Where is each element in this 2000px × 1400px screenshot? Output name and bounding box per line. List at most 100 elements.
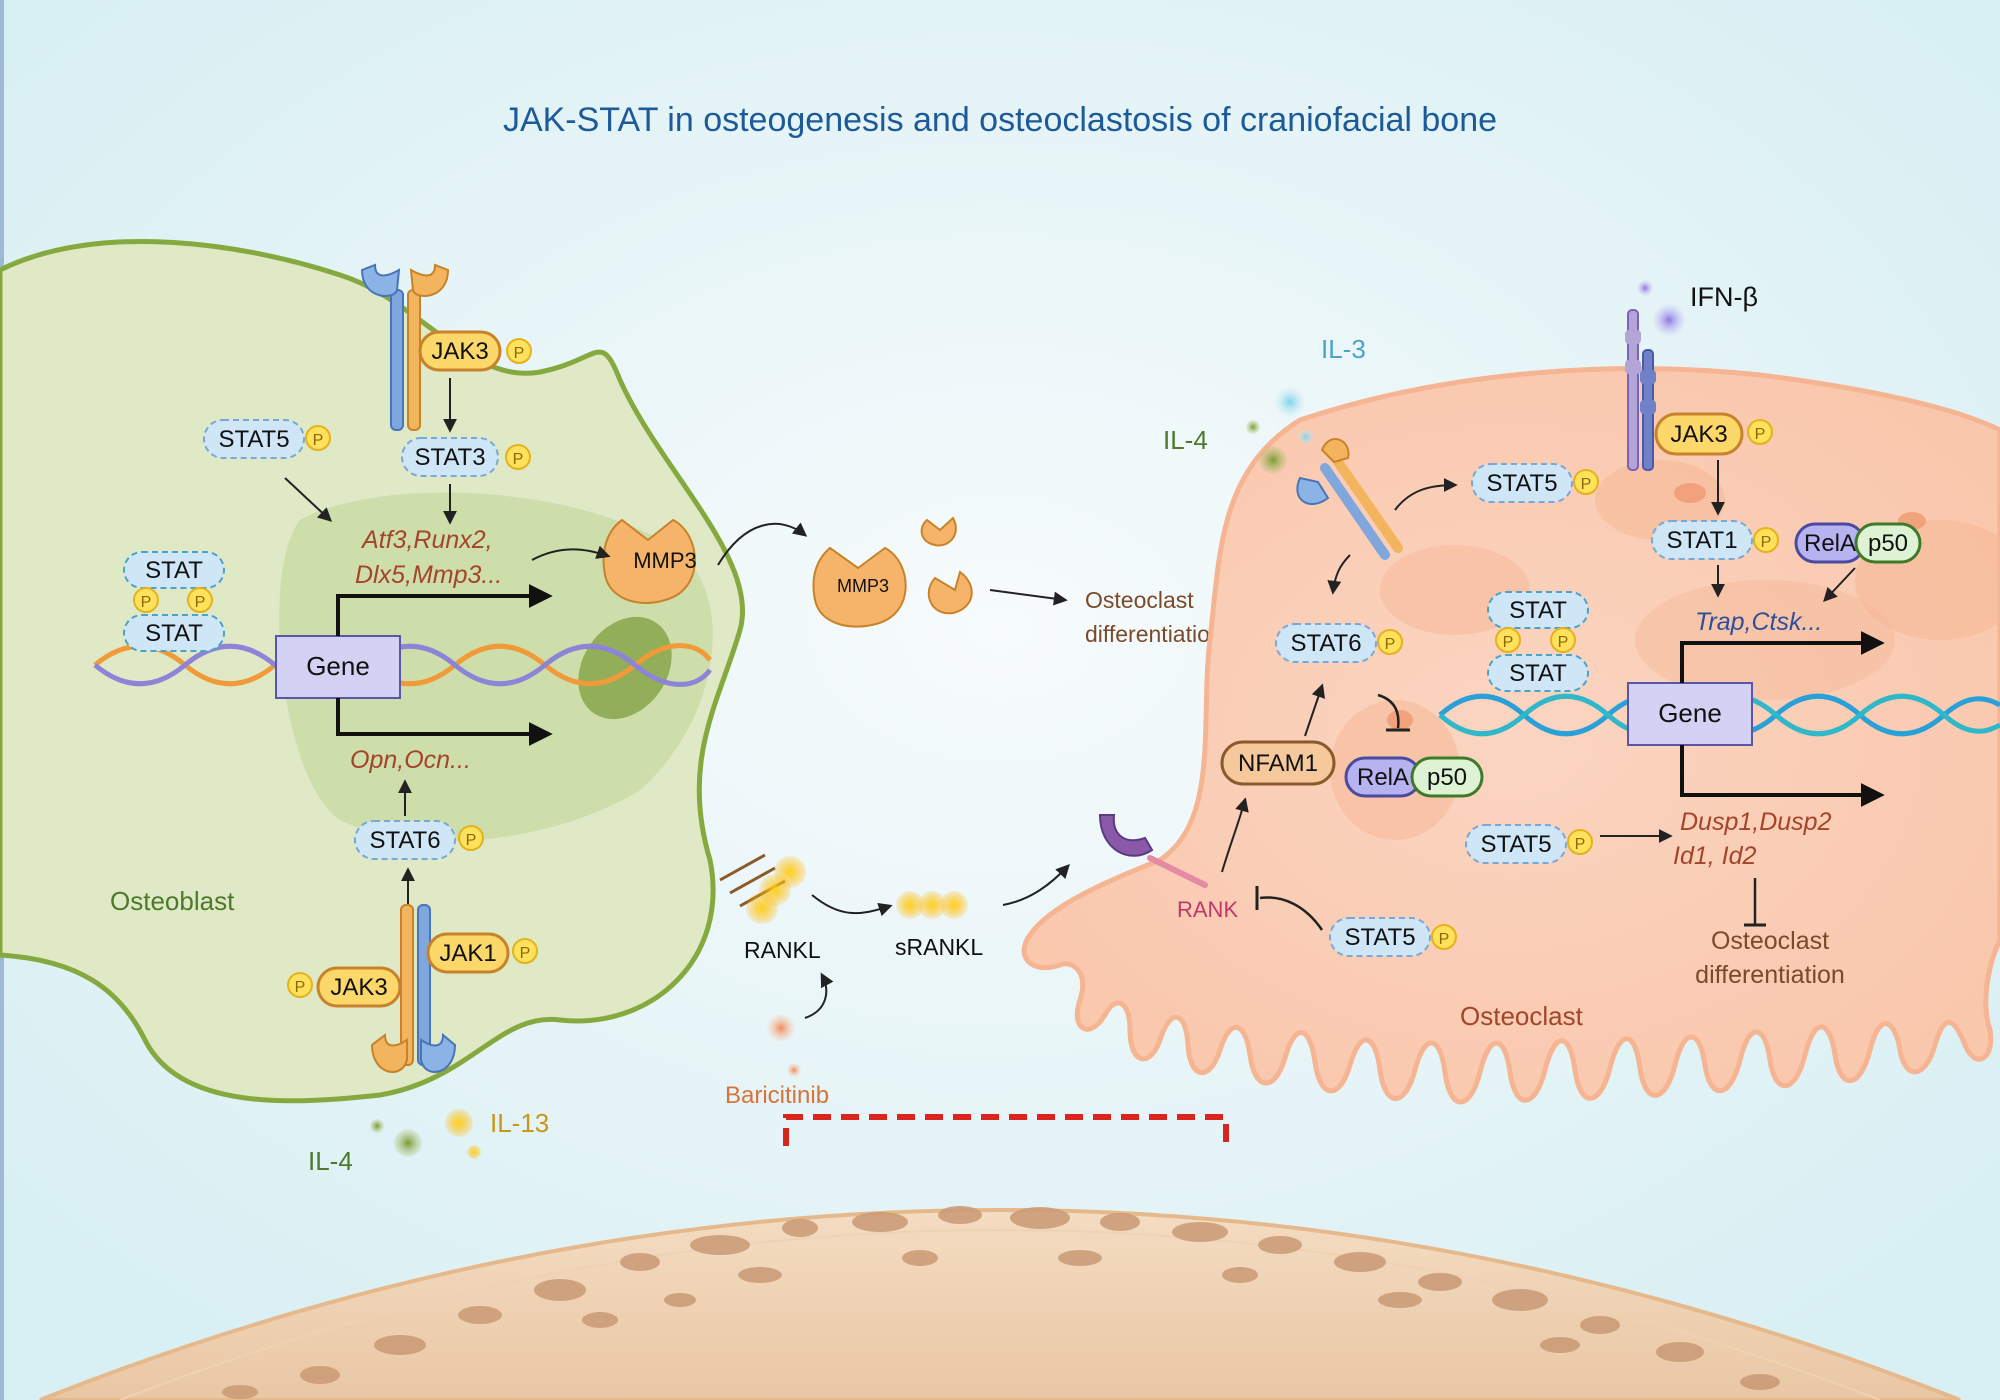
osteoclast-genes-lower-1: Dusp1,Dusp2 <box>1680 808 1832 836</box>
svg-text:p50: p50 <box>1868 530 1908 557</box>
osteoblast-genes-upper-1: Atf3,Runx2, <box>360 526 493 554</box>
osteoclast-genes-upper: Trap,Ctsk... <box>1695 608 1822 636</box>
il3-label: IL-3 <box>1321 334 1366 364</box>
il4-osteoclast-label: IL-4 <box>1163 425 1208 455</box>
mid-osteoclast-diff-1: Osteoclast <box>1085 587 1194 613</box>
svg-text:JAK3: JAK3 <box>330 974 387 1001</box>
baricitinib-label: Baricitinib <box>725 1082 829 1109</box>
osteoclast-diff-line-1: Osteoclast <box>1711 927 1829 955</box>
bone-trabeculae <box>222 1206 1780 1399</box>
osteoblast-receptor-bottom <box>370 904 457 1073</box>
svg-text:P: P <box>1575 836 1586 853</box>
nfam1: NFAM1 <box>1220 740 1336 786</box>
stat-dimer-osteoclast: STAT STAT <box>1487 591 1589 692</box>
osteoclast-nucleus <box>1635 580 1895 700</box>
phospho-badge: P <box>1753 527 1779 553</box>
diagram-title: JAK-STAT in osteogenesis and osteoclasto… <box>503 101 1497 139</box>
phospho-badge: P <box>1567 829 1593 855</box>
transcription-arrow-upper-osteoblast <box>336 584 553 636</box>
osteoclast-genes-lower-2: Id1, Id2 <box>1673 842 1756 870</box>
svg-text:NFAM1: NFAM1 <box>1238 750 1318 777</box>
arrow-stat5-to-genes <box>284 477 333 522</box>
svg-text:Gene: Gene <box>306 651 370 681</box>
transcription-arrow-lower-osteoclast <box>1680 745 1885 807</box>
il3-particle <box>1275 387 1305 417</box>
osteoclast-label: Osteoclast <box>1460 1001 1584 1031</box>
svg-text:P: P <box>141 594 152 611</box>
jak3-bottom-osteoblast: JAK3 <box>316 966 402 1008</box>
svg-text:P: P <box>295 979 306 996</box>
gene-box-osteoclast: Gene <box>1627 682 1753 746</box>
svg-text:P: P <box>520 945 531 962</box>
ifnb-label: IFN-β <box>1690 282 1758 312</box>
phospho-badge: P <box>1495 627 1521 653</box>
mid-osteoclast-diff-2: differentiation <box>1085 621 1223 647</box>
svg-text:P: P <box>1439 931 1450 948</box>
svg-text:JAK3: JAK3 <box>431 338 488 365</box>
arrow-baricitinib-to-rankl <box>804 972 834 1019</box>
svg-text:P: P <box>1761 534 1772 551</box>
svg-text:STAT: STAT <box>145 620 203 647</box>
inhibit-stat5-to-rank <box>1259 896 1324 931</box>
rankl-particles <box>746 856 806 924</box>
svg-text:P: P <box>1581 476 1592 493</box>
rank-label: RANK <box>1177 897 1238 922</box>
arrow-rank-to-nfam1 <box>1221 797 1249 873</box>
svg-text:P: P <box>1385 636 1396 653</box>
phospho-badge: P <box>506 338 532 364</box>
svg-text:MMP3: MMP3 <box>837 576 889 596</box>
arrow-receptor-to-stat5 <box>1394 478 1458 511</box>
osteoblast-nucleus <box>279 492 713 842</box>
il4-osteoblast-label: IL-4 <box>308 1146 353 1176</box>
inhibit-stat6-to-rela <box>1377 693 1400 729</box>
svg-text:STAT: STAT <box>1509 660 1567 687</box>
baricitinib-particle <box>767 1014 795 1042</box>
phospho-badge: P <box>305 425 331 451</box>
jak3-osteoclast: JAK3 <box>1654 412 1744 456</box>
stat5-osteoblast: STAT5 <box>203 419 305 459</box>
svg-text:Gene: Gene <box>1658 698 1722 728</box>
svg-text:STAT3: STAT3 <box>414 444 485 471</box>
phospho-badge: P <box>1747 419 1773 445</box>
ifnb-particle <box>1637 280 1653 296</box>
svg-text:P: P <box>195 594 206 611</box>
phospho-badge: P <box>458 825 484 851</box>
osteoclast-cytokine-receptor <box>1296 438 1403 560</box>
osteoclast-nucleolus <box>1387 710 1413 730</box>
svg-text:P: P <box>514 345 525 362</box>
mmp3-osteoblast: MMP3 <box>602 518 697 604</box>
phospho-badge: P <box>287 972 313 998</box>
osteoblast-genes-upper-2: Dlx5,Mmp3... <box>355 561 502 589</box>
bone <box>39 1206 1961 1400</box>
svg-text:p50: p50 <box>1427 764 1467 791</box>
svg-text:STAT1: STAT1 <box>1666 527 1737 554</box>
ifnb-receptor <box>1625 309 1656 471</box>
mmp3-fragment <box>920 516 957 547</box>
mmp3-fragment <box>927 570 973 615</box>
transcription-arrow-upper-osteoclast <box>1680 631 1885 683</box>
stat3-osteoblast: STAT3 <box>401 437 499 477</box>
ifnb-particle <box>1653 304 1685 336</box>
svg-text:STAT5: STAT5 <box>1344 924 1415 951</box>
svg-text:RelA: RelA <box>1357 764 1409 791</box>
svg-text:STAT5: STAT5 <box>1480 831 1551 858</box>
stat6-osteoclast: STAT6 <box>1275 623 1377 663</box>
arrow-receptor-to-stat6 <box>1327 554 1351 595</box>
svg-text:RelA: RelA <box>1804 530 1856 557</box>
phospho-badge: P <box>505 444 531 470</box>
rankl-label: RANKL <box>744 937 821 963</box>
mmp3-secreted: MMP3 <box>812 546 907 628</box>
svg-text:STAT: STAT <box>145 557 203 584</box>
osteoblast-nucleolus <box>578 616 672 720</box>
stat5-bottom-osteoclast: STAT5 <box>1329 917 1431 957</box>
il13-label: IL-13 <box>490 1108 549 1138</box>
phospho-badge: P <box>1550 627 1576 653</box>
arrow-rankl-to-srankl <box>811 894 893 917</box>
arrow-mmp3-secretion <box>717 522 808 566</box>
arrow-genes-to-mmp3 <box>531 545 611 561</box>
stat5-mid-osteoclast: STAT5 <box>1465 824 1567 864</box>
srankl-particles <box>896 891 968 919</box>
osteoblast-label: Osteoblast <box>110 886 235 916</box>
stat1-osteoclast: STAT1 <box>1651 520 1753 560</box>
svg-text:STAT6: STAT6 <box>369 827 440 854</box>
